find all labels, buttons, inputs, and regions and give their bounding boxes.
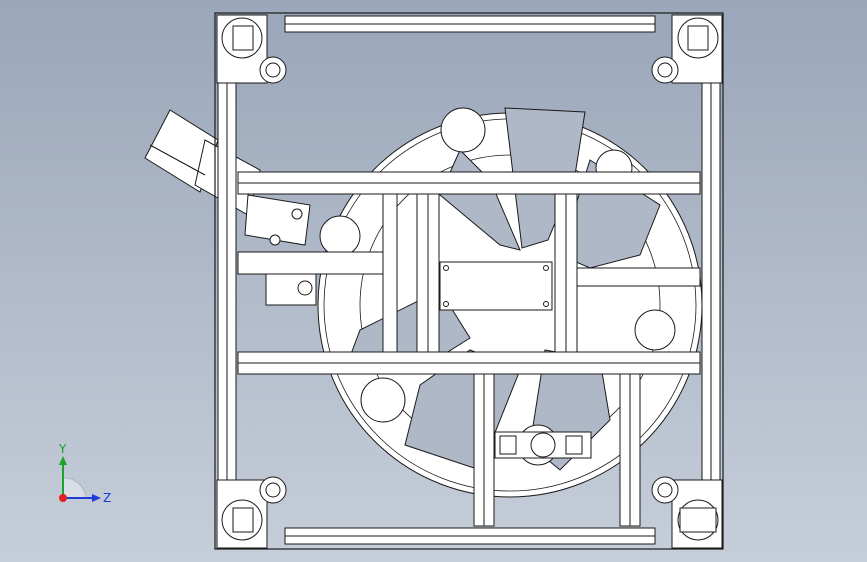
y-axis-label: Y — [58, 442, 67, 456]
inner-rails — [237, 171, 701, 527]
x-axis-dot-icon — [59, 494, 67, 502]
triad-plane-icon — [62, 477, 87, 499]
caster-bottom-right — [651, 476, 723, 549]
caster-top-left — [216, 14, 287, 84]
motor-assembly — [144, 109, 317, 306]
z-axis-head-icon — [92, 494, 101, 502]
y-axis-head-icon — [59, 456, 67, 465]
caster-bottom-left — [216, 476, 287, 549]
caster-top-right — [651, 14, 723, 84]
outer-frame — [214, 12, 724, 550]
z-axis-label: Z — [103, 491, 111, 505]
